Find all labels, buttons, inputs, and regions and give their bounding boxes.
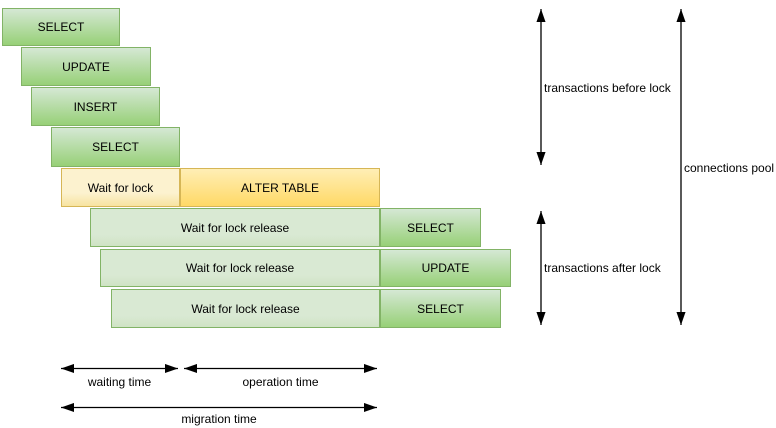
connections-pool-label: connections pool (684, 161, 775, 175)
txn-before-insert-box: INSERT (31, 87, 160, 126)
txn-before-select-1-box: SELECT (2, 8, 120, 46)
txn-after-select-2-box: SELECT (380, 289, 501, 328)
wait-release-box-1: Wait for lock release (90, 208, 380, 247)
waiting-time-label: waiting time (87, 375, 152, 389)
txn-before-update-box: UPDATE (21, 47, 151, 86)
txn-before-select-2-box: SELECT (51, 127, 180, 167)
operation-time-label: operation time (242, 375, 319, 389)
transactions-before-lock-label: transactions before lock (544, 81, 671, 95)
alter-table-box: ALTER TABLE (180, 168, 380, 207)
txn-after-select-1-box: SELECT (380, 208, 481, 247)
txn-after-update-box: UPDATE (380, 249, 511, 287)
wait-release-box-2: Wait for lock release (100, 249, 380, 287)
wait-release-box-3: Wait for lock release (111, 289, 380, 328)
transactions-after-lock-label: transactions after lock (544, 261, 661, 275)
wait-for-lock-box: Wait for lock (61, 168, 180, 207)
migration-time-label: migration time (181, 412, 257, 426)
